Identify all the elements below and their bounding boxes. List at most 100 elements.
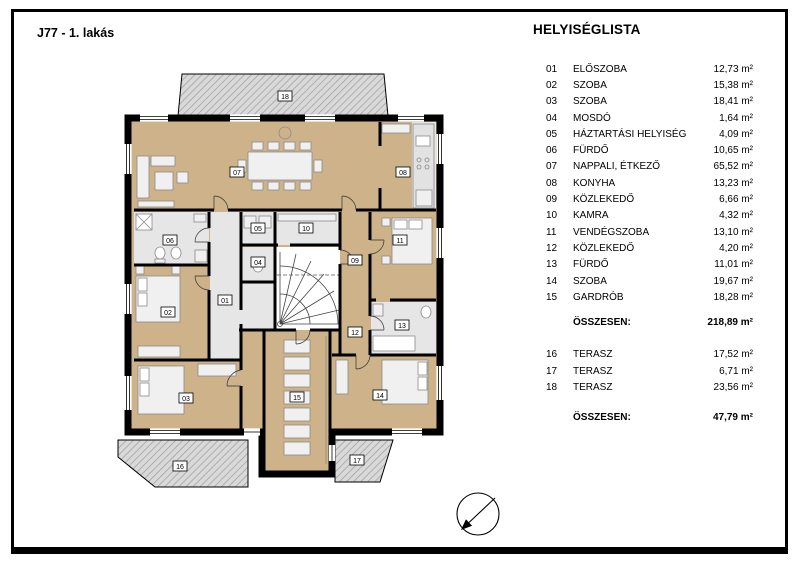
plan-label-05: 05 — [250, 222, 266, 234]
room-name: VENDÉGSZOBA — [573, 226, 650, 238]
plan-room-labels: 01 02 03 04 05 06 07 08 09 10 11 12 13 1… — [160, 90, 411, 472]
room-list-row: 02 SZOBA 15,38 m² — [546, 77, 753, 93]
room-name: TERASZ — [573, 349, 613, 361]
plan-label-17: 17 — [349, 454, 365, 466]
plan-label-16: 16 — [172, 460, 188, 472]
svg-text:04: 04 — [254, 260, 262, 267]
svg-text:14: 14 — [376, 393, 384, 400]
page-title: J77 - 1. lakás — [37, 26, 115, 40]
room-name: FÜRDŐ — [573, 145, 609, 157]
plan-label-12: 12 — [347, 326, 363, 338]
room-no: 02 — [546, 79, 558, 91]
room-name: FÜRDŐ — [573, 259, 609, 271]
room-area: 65,52 m² — [713, 161, 753, 173]
room-no: 10 — [546, 210, 558, 222]
room-area: 6,71 m² — [719, 365, 753, 377]
plan-label-06: 06 — [162, 234, 178, 246]
page-border — [11, 9, 788, 554]
room-area: 12,73 m² — [713, 63, 753, 75]
bed-room02 — [135, 265, 181, 358]
room-area: 19,67 m² — [713, 275, 753, 287]
svg-text:13: 13 — [398, 323, 406, 330]
window-marks — [124, 114, 444, 461]
room-name: SZOBA — [573, 275, 607, 287]
rooms-total-label: ÖSSZESEN: — [573, 317, 631, 329]
dining-table — [237, 141, 323, 191]
terrace-list-row: 16 TERASZ 17,52 m² — [546, 347, 753, 363]
room-name: ELŐSZOBA — [573, 63, 627, 75]
room-no: 05 — [546, 128, 558, 140]
room-name: TERASZ — [573, 365, 613, 377]
room-no: 11 — [546, 226, 557, 238]
plan-label-07: 07 — [229, 166, 245, 178]
terraces-total-row: ÖSSZESEN: 47,79 m² — [546, 410, 753, 426]
rooms-total-row: ÖSSZESEN: 218,89 m² — [546, 314, 753, 330]
svg-text:12: 12 — [351, 330, 359, 337]
svg-text:10: 10 — [302, 226, 310, 233]
svg-text:15: 15 — [293, 395, 301, 402]
room-area: 23,56 m² — [713, 381, 753, 393]
windows-bottom — [150, 428, 422, 461]
terraces-total-label: ÖSSZESEN: — [573, 412, 631, 424]
windows-right — [436, 134, 444, 400]
room-list-row: 06 FÜRDŐ 10,65 m² — [546, 142, 753, 158]
room-name: MOSDÓ — [573, 112, 611, 124]
room-list-row: 05 HÁZTARTÁSI HELYISÉG 4,09 m² — [546, 126, 753, 142]
room-no: 06 — [546, 145, 558, 157]
bed-room14 — [335, 359, 429, 405]
room-name: KÖZLEKEDŐ — [573, 194, 635, 206]
pantry-shelf — [277, 213, 337, 222]
plan-label-18: 18 — [277, 90, 293, 102]
terraces-total-area: 47,79 m² — [712, 412, 753, 424]
bathroom-06-fixtures — [135, 213, 208, 264]
room-name: SZOBA — [573, 79, 607, 91]
room-area: 10,65 m² — [713, 145, 753, 157]
plan-label-15: 15 — [289, 391, 305, 403]
room-area: 17,52 m² — [713, 349, 753, 361]
plan-label-11: 11 — [392, 234, 408, 246]
sofa-set — [136, 126, 292, 208]
room-no: 04 — [546, 112, 558, 124]
room-no: 17 — [546, 365, 558, 377]
bed-room03 — [137, 363, 237, 415]
room-name: SZOBA — [573, 96, 607, 108]
room-area: 13,23 m² — [713, 177, 753, 189]
room-no: 16 — [546, 349, 558, 361]
room-area: 18,28 m² — [713, 291, 753, 303]
bathroom-13-fixtures — [372, 303, 432, 352]
plan-label-13: 13 — [394, 319, 410, 331]
room-name: HÁZTARTÁSI HELYISÉG — [573, 128, 687, 140]
staircase — [276, 247, 340, 330]
svg-text:08: 08 — [399, 170, 407, 177]
svg-text:07: 07 — [233, 170, 241, 177]
plan-label-09: 09 — [347, 254, 363, 266]
room-no: 01 — [546, 63, 558, 75]
room-no: 03 — [546, 96, 558, 108]
furniture — [135, 123, 435, 464]
room-name: TERASZ — [573, 381, 613, 393]
room-area: 15,38 m² — [713, 79, 753, 91]
kitchen-counter — [381, 123, 435, 209]
plan-label-10: 10 — [298, 222, 314, 234]
room-area: 4,09 m² — [719, 128, 753, 140]
svg-text:01: 01 — [221, 298, 229, 305]
plan-label-08: 08 — [395, 166, 411, 178]
plan-label-14: 14 — [372, 389, 388, 401]
plan-label-04: 04 — [250, 256, 266, 268]
room-no: 15 — [546, 291, 558, 303]
svg-text:09: 09 — [351, 258, 359, 265]
bed-room11 — [381, 217, 433, 265]
room-area: 11,01 m² — [714, 259, 753, 271]
room-no: 09 — [546, 194, 558, 206]
svg-text:06: 06 — [166, 238, 174, 245]
room-no: 14 — [546, 275, 558, 287]
